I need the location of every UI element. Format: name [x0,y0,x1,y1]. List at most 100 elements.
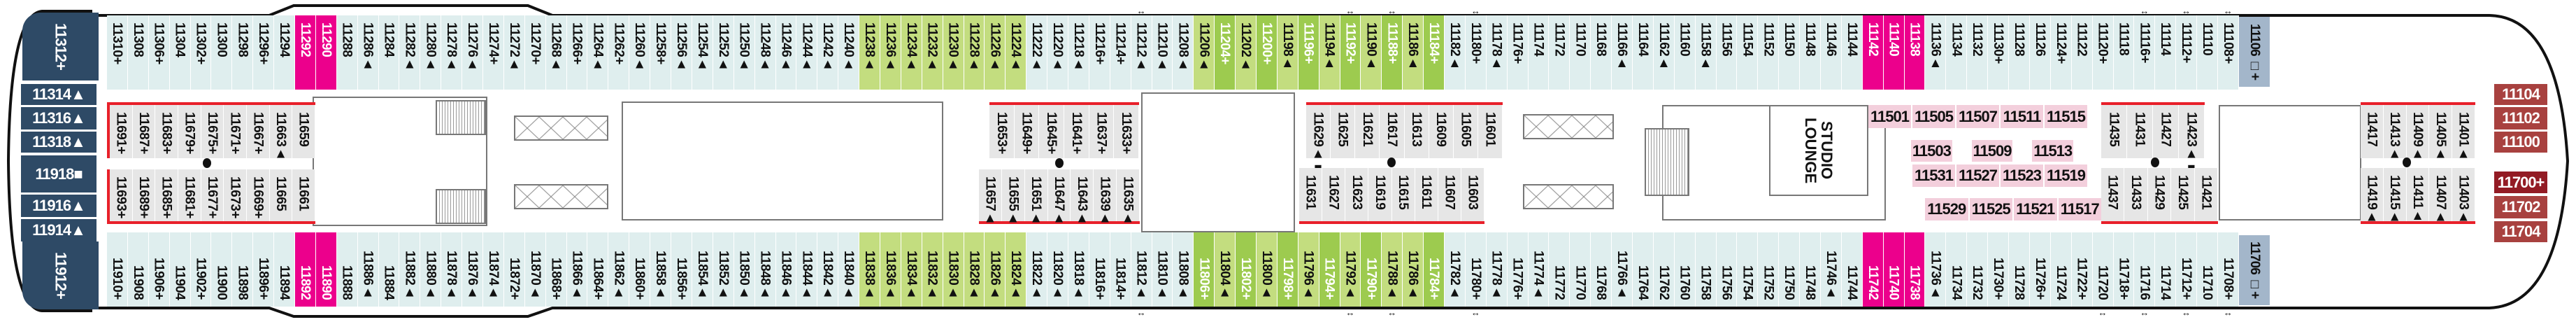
cabin-11431[interactable]: 11431 [2127,105,2153,158]
studio-cabin-11507[interactable]: 11507 [1956,105,1999,128]
cabin-11625[interactable]: 11625 [1331,105,1356,158]
cabin-11892[interactable]: 11892 [295,232,316,307]
cabin-11240[interactable]: 11240▲ [838,15,860,90]
cabin-11629[interactable]: 11629▲■ [1306,105,1331,175]
cabin-11740[interactable]: 11740 [1883,232,1905,307]
cabin-11788[interactable]: 11788▲↔ [1382,232,1403,318]
cabin-11842[interactable]: 11842▲ [817,232,839,307]
cabin-11419[interactable]: 11419▲ [2361,168,2384,224]
cabin-11776[interactable]: 11776+ [1507,232,1529,307]
cabin-11728[interactable]: 11728 [2009,232,2030,307]
cabin-11784[interactable]: 11784+ [1424,232,1445,307]
cabin-11138[interactable]: 11138 [1904,15,1926,90]
cabin-11808[interactable]: 11808▲ [1173,232,1194,307]
cabin-11282[interactable]: 11282▲ [399,15,421,90]
cabin-11649[interactable]: 11649+ [1014,105,1040,158]
cabin-11708[interactable]: 11708+↔ [2217,232,2239,318]
cabin-11130[interactable]: 11130+ [1988,15,2010,90]
cabin-11868[interactable]: 11868+ [545,232,567,307]
cabin-11856[interactable]: 11856+ [671,232,692,307]
studio-cabin-11509[interactable]: 11509 [1971,140,2013,162]
cabin-11194[interactable]: 11194▲ [1319,15,1340,90]
cabin-11304[interactable]: 11304 [169,15,191,90]
cabin-11691[interactable]: 11691+ [110,105,133,158]
cabin-11409[interactable]: 11409▲ [2406,105,2430,161]
cabin-11292[interactable]: 11292 [295,15,316,90]
cabin-11212[interactable]: 11212▲↔ [1131,6,1152,90]
cabin-11274[interactable]: 11274+ [483,15,504,90]
suite-11912[interactable]: 11912+ [22,241,99,309]
cabin-11266[interactable]: 11266+ [566,15,588,90]
cabin-11429[interactable]: 11429 [2147,168,2172,221]
cabin-11178[interactable]: 11178▲ [1486,15,1508,90]
cabin-11864[interactable]: 11864+ [587,232,609,307]
studio-cabin-11503[interactable]: 11503 [1911,140,1952,162]
cabin-11411[interactable]: 11411▲ [2406,168,2430,223]
studio-cabin-11523[interactable]: 11523 [2001,164,2043,187]
cabin-11846[interactable]: 11846▲ [775,232,797,307]
cabin-11657[interactable]: 11657▲ [979,169,1002,225]
cabin-11114[interactable]: 11114 [2155,15,2177,90]
cabin-11417[interactable]: 11417 [2361,105,2384,158]
cabin-11198[interactable]: 11198▲ [1277,15,1298,90]
cabin-11152[interactable]: 11152 [1758,15,1780,90]
cabin-11174[interactable]: 11174 [1528,15,1550,90]
studio-cabin-11527[interactable]: 11527 [1956,164,1999,187]
cabin-11736[interactable]: 11736▲ [1925,232,1947,307]
cabin-11228[interactable]: 11228▲ [964,15,985,90]
cabin-11168[interactable]: 11168 [1591,15,1612,90]
cabin-11810[interactable]: 11810▲ [1152,232,1173,307]
cabin-11621[interactable]: 11621 [1355,105,1380,158]
cabin-11230[interactable]: 11230▲ [943,15,964,90]
suite-11314[interactable]: 11314▲ [21,84,96,105]
cabin-11627[interactable]: 11627 [1322,168,1346,221]
cabin-11633[interactable]: 11633+ [1114,105,1140,158]
cabin-11732[interactable]: 11732 [1967,232,1989,307]
cabin-11112[interactable]: 11112+↔ [2176,6,2198,90]
studio-cabin-11517[interactable]: 11517 [2058,198,2101,220]
suite-11700[interactable]: 11700+ [2494,172,2547,193]
cabin-11836[interactable]: 11836▲ [880,232,901,307]
studio-cabin-11531[interactable]: 11531 [1912,164,1955,187]
cabin-11136[interactable]: 11136▲ [1925,15,1947,90]
cabin-11760[interactable]: 11760 [1674,232,1696,307]
cabin-11669[interactable]: 11669+ [247,169,270,221]
cabin-11232[interactable]: 11232▲ [922,15,943,90]
cabin-11641[interactable]: 11641+ [1064,105,1089,158]
suite-11318[interactable]: 11318▲ [21,132,96,153]
cabin-11631[interactable]: 11631 [1299,168,1323,221]
cabin-11754[interactable]: 11754 [1737,232,1759,307]
cabin-11874[interactable]: 11874▲ [483,232,504,307]
cabin-11726[interactable]: 11726+ [2029,232,2051,307]
studio-cabin-11513[interactable]: 11513 [2032,140,2074,162]
cabin-11780[interactable]: 11780+↔ [1465,232,1487,318]
cabin-11427[interactable]: 11427 [2153,105,2179,158]
cabin-11272[interactable]: 11272▲ [503,15,525,90]
cabin-11766[interactable]: 11766▲ [1612,232,1633,307]
cabin-11772[interactable]: 11772 [1549,232,1570,307]
studio-cabin-11515[interactable]: 11515 [2045,105,2087,128]
cabin-11681[interactable]: 11681+ [178,169,201,221]
cabin-11122[interactable]: 11122 [2071,15,2093,90]
cabin-11278[interactable]: 11278▲ [441,15,463,90]
cabin-11890[interactable]: 11890 [315,232,337,307]
cabin-11222[interactable]: 11222▲ [1026,15,1048,90]
cabin-11714[interactable]: 11714 [2155,232,2177,307]
cabin-11154[interactable]: 11154 [1737,15,1759,90]
cabin-11679[interactable]: 11679+ [178,105,201,158]
studio-cabin-11525[interactable]: 11525 [1969,198,2012,220]
cabin-11876[interactable]: 11876▲ [462,232,484,307]
cabin-11214[interactable]: 11214+ [1110,15,1131,90]
suite-11100[interactable]: 11100 [2494,132,2547,153]
cabin-11172[interactable]: 11172 [1549,15,1570,90]
cabin-11840[interactable]: 11840▲ [838,232,860,307]
cabin-11830[interactable]: 11830▲ [943,232,964,307]
cabin-11639[interactable]: 11639▲ [1094,169,1117,225]
cabin-11878[interactable]: 11878▲ [441,232,463,307]
cabin-11798[interactable]: 11798+ [1277,232,1298,307]
cabin-11142[interactable]: 11142 [1862,15,1884,90]
cabin-11166[interactable]: 11166▲ [1612,15,1633,90]
cabin-11256[interactable]: 11256▲ [671,15,692,90]
cabin-11403[interactable]: 11403▲ [2452,168,2475,224]
cabin-11689[interactable]: 11689+ [132,169,156,221]
